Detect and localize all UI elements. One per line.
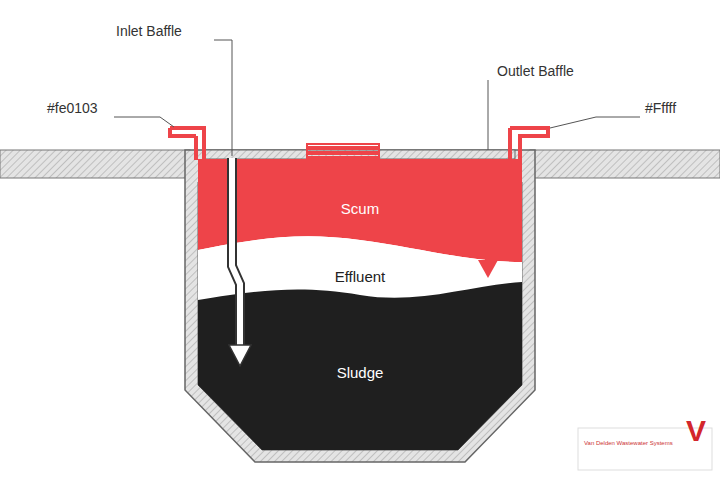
- layer-label: Effluent: [335, 268, 386, 285]
- sludge-layer: Sludge: [198, 280, 522, 452]
- color-note: #Fffff: [645, 100, 676, 116]
- layer-fill: [198, 282, 522, 450]
- center-riser: [307, 144, 379, 162]
- scum-top: [198, 159, 522, 182]
- color-note: #fe0103: [47, 100, 98, 116]
- leader-line: [550, 117, 640, 128]
- leader-line: [214, 40, 232, 156]
- tank-cavity: [198, 182, 522, 450]
- outlet-riser: [510, 128, 548, 160]
- inlet-baffle-pipe: [232, 158, 240, 345]
- watermark-logo: V: [686, 414, 706, 448]
- outlet-baffle-pipe: [485, 159, 491, 262]
- inlet-arrowhead: [229, 345, 251, 366]
- outlet-arrowhead: [478, 260, 498, 278]
- leader-line: [488, 80, 489, 150]
- part-name: Outlet Baffle: [497, 63, 574, 79]
- layer-label: Scum: [341, 200, 379, 217]
- watermark: Van Delden Wastewater Systems: [584, 440, 673, 446]
- inlet-baffle-outline: [232, 158, 240, 345]
- layer-label: Sludge: [337, 364, 384, 381]
- inlet-riser: [170, 128, 204, 160]
- ground-left: [0, 150, 190, 178]
- leader-line: [114, 117, 174, 127]
- ground-right: [530, 150, 720, 178]
- tank-lid: [205, 150, 515, 159]
- part-name: Inlet Baffle: [116, 23, 182, 39]
- tank-wall: [185, 150, 535, 462]
